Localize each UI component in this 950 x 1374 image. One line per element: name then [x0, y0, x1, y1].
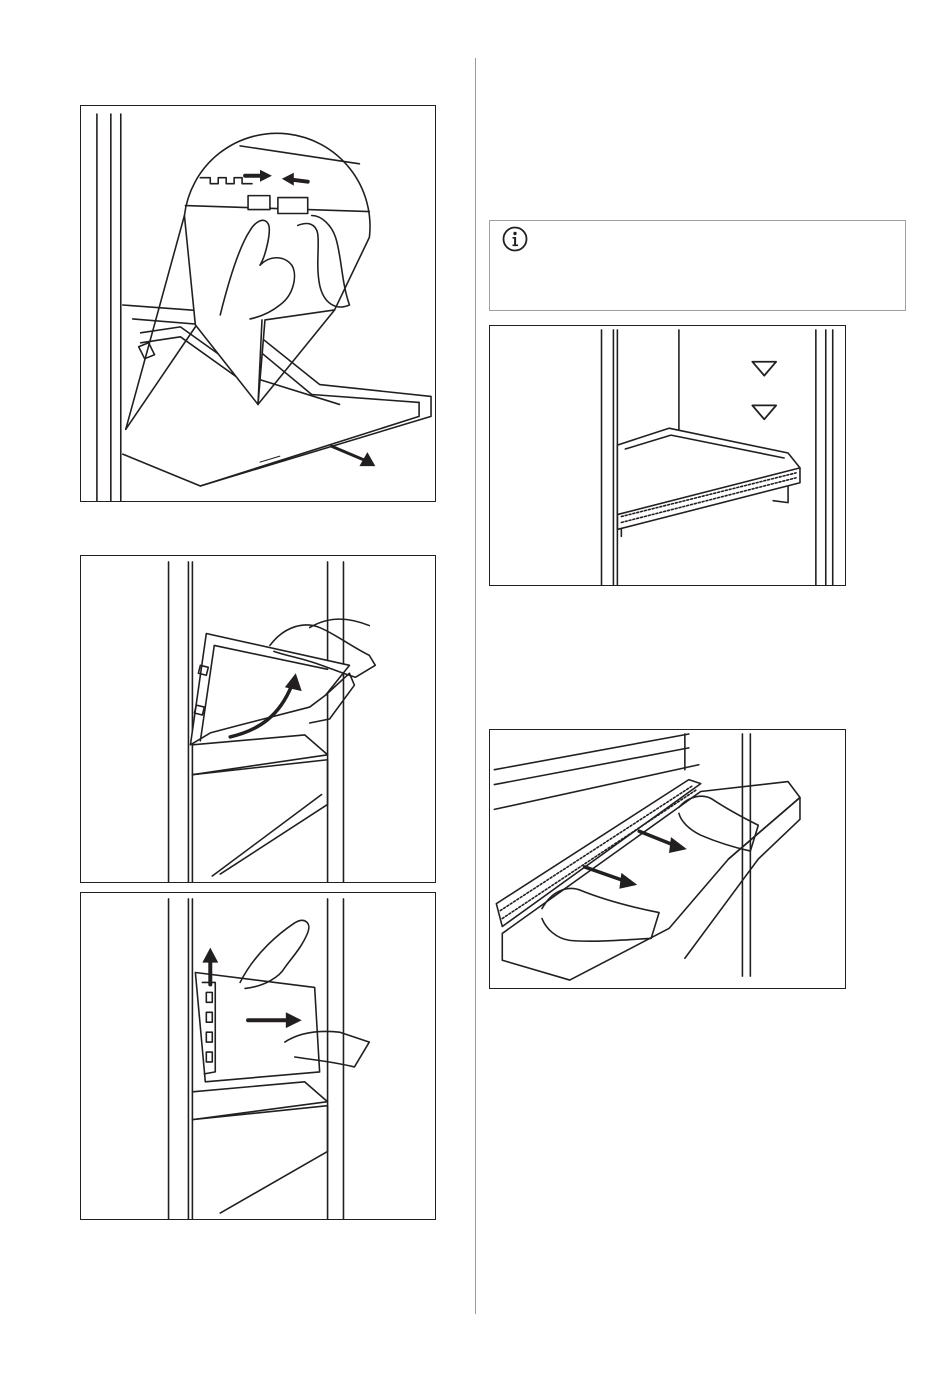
- figure-pull-drawer: [489, 729, 846, 989]
- info-icon: [502, 226, 528, 252]
- figure-glass-shelf: [489, 325, 846, 586]
- figure-shelf-clip-release: [80, 105, 436, 502]
- column-divider: [475, 58, 476, 1314]
- figure-remove-frame: [80, 892, 436, 1220]
- figure-lift-shelf: [80, 555, 436, 883]
- info-note: [489, 220, 906, 311]
